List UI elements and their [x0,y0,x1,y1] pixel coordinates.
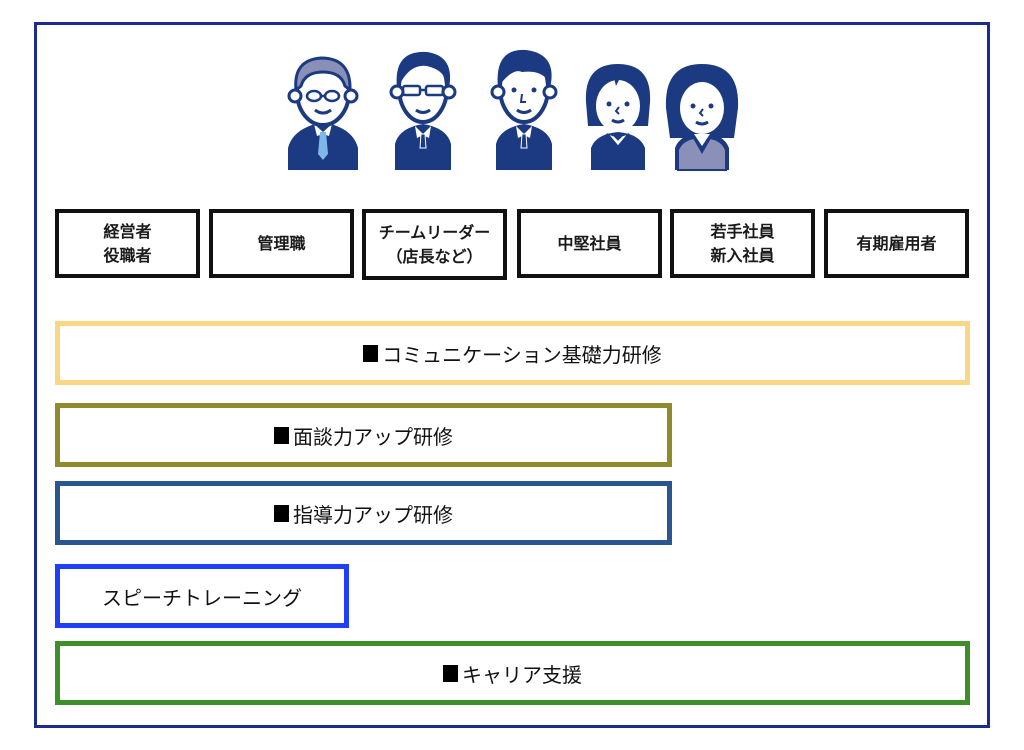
square-marker-icon [443,664,458,682]
diagram-frame [34,22,990,728]
role-label: チームリーダー （店長など） [378,222,491,266]
program-label: コミュニケーション基礎力研修 [382,342,662,367]
program-speech-training: スピーチトレーニング [55,564,349,628]
role-executive: 経営者 役職者 [55,209,200,278]
program-label: 面談力アップ研修 [293,424,453,449]
avatar-young-woman-icon [665,64,739,171]
program-interview-skills: 面談力アップ研修 [55,403,672,467]
role-label: 若手社員 新入社員 [710,221,775,265]
square-marker-icon [363,344,379,362]
role-mid-level: 中堅社員 [517,209,662,278]
role-label: 有期雇用者 [856,233,937,253]
avatar-executive-icon [287,56,359,170]
program-label: スピーチトレーニング [102,585,302,610]
square-marker-icon [274,426,289,444]
role-young-new: 若手社員 新入社員 [670,209,815,278]
role-manager: 管理職 [209,209,354,278]
program-coaching-skills: 指導力アップ研修 [55,481,672,545]
avatar-row [287,49,739,171]
avatar-manager-icon [389,51,457,170]
program-communication-basics: コミュニケーション基礎力研修 [55,321,970,385]
role-label: 管理職 [257,233,306,253]
role-team-leader: チームリーダー （店長など） [362,209,507,280]
program-label: 指導力アップ研修 [293,502,453,527]
role-label: 経営者 役職者 [103,221,152,265]
avatar-mid-level-woman-icon [585,64,651,170]
program-career-support: キャリア支援 [55,641,970,705]
avatar-team-leader-icon [490,49,558,170]
program-label: キャリア支援 [462,662,582,687]
square-marker-icon [274,504,289,522]
role-fixed-term: 有期雇用者 [824,209,969,278]
role-label: 中堅社員 [557,233,622,253]
